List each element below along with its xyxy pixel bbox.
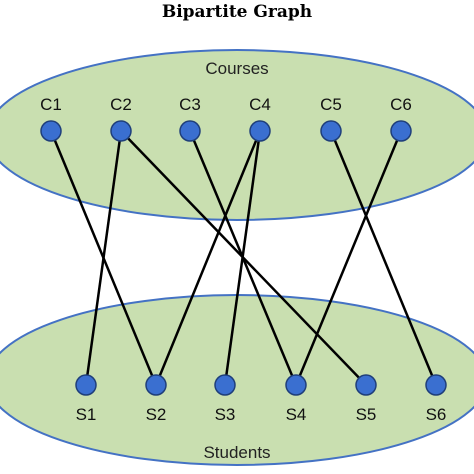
edge-c6-s4 <box>294 130 403 386</box>
course-label-c6: C6 <box>390 95 412 114</box>
student-node-s2[interactable] <box>145 374 167 396</box>
courses-label: Courses <box>205 59 268 78</box>
edge-c2-s1 <box>84 130 123 386</box>
nodes-group <box>40 120 447 396</box>
student-node-s5[interactable] <box>355 374 377 396</box>
student-node-s4[interactable] <box>285 374 307 396</box>
course-label-c4: C4 <box>249 95 271 114</box>
edges-group <box>49 130 438 386</box>
student-label-s1: S1 <box>76 405 97 424</box>
course-node-c2[interactable] <box>110 120 132 142</box>
course-label-c5: C5 <box>320 95 342 114</box>
edge-c4-s2 <box>154 130 262 386</box>
student-label-s4: S4 <box>286 405 307 424</box>
student-label-s5: S5 <box>356 405 377 424</box>
student-node-s1[interactable] <box>75 374 97 396</box>
courses-ellipse <box>0 49 474 221</box>
edge-c5-s6 <box>329 130 438 386</box>
course-node-c1[interactable] <box>40 120 62 142</box>
course-label-c1: C1 <box>40 95 62 114</box>
students-ellipse <box>0 294 474 466</box>
course-node-c5[interactable] <box>320 120 342 142</box>
student-node-s3[interactable] <box>214 374 236 396</box>
course-node-c4[interactable] <box>249 120 271 142</box>
student-label-s3: S3 <box>215 405 236 424</box>
edge-c4-s3 <box>223 130 262 386</box>
students-label: Students <box>203 443 270 462</box>
student-label-s6: S6 <box>426 405 447 424</box>
diagram-title: Bipartite Graph <box>162 2 312 22</box>
course-label-c3: C3 <box>179 95 201 114</box>
student-label-s2: S2 <box>146 405 167 424</box>
course-node-c3[interactable] <box>179 120 201 142</box>
student-node-s6[interactable] <box>425 374 447 396</box>
course-node-c6[interactable] <box>390 120 412 142</box>
course-label-c2: C2 <box>110 95 132 114</box>
